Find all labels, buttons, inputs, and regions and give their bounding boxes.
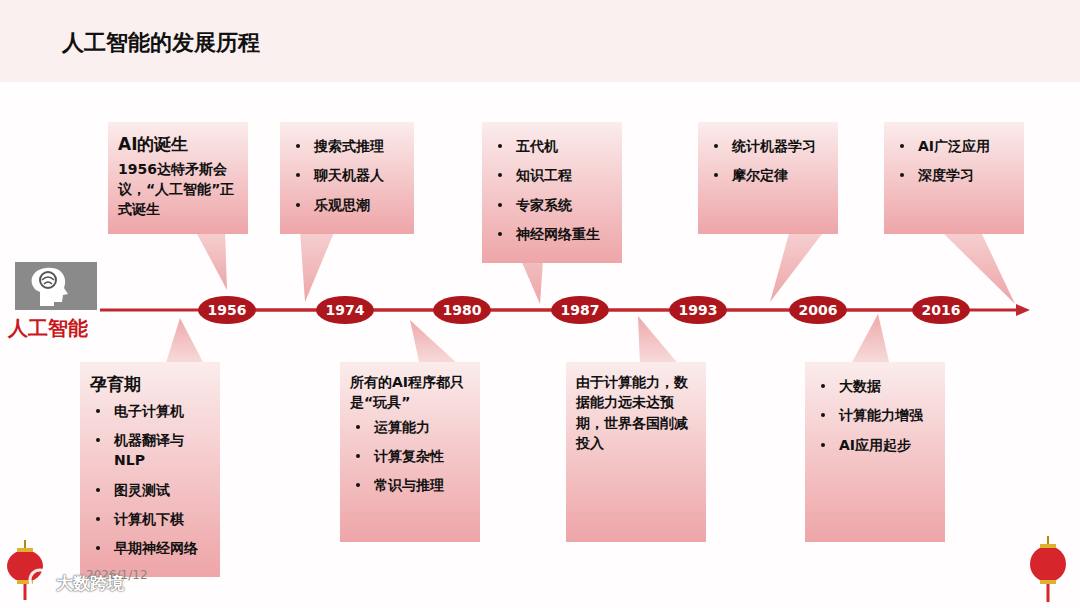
box-heading: 孕育期 xyxy=(90,372,212,397)
year-oval: 1956 xyxy=(198,296,256,324)
year-label: 1993 xyxy=(679,302,718,318)
bullet-item: 运算能力 xyxy=(350,417,472,437)
year-oval: 1974 xyxy=(316,296,374,324)
logo-text: 人工智能 xyxy=(8,314,104,343)
bullet-item: 知识工程 xyxy=(492,165,614,185)
bullet-item: 机器翻译与NLP xyxy=(90,430,212,471)
page-title: 人工智能的发展历程 xyxy=(62,27,260,59)
year-label: 1974 xyxy=(326,302,365,318)
callout-box: 大数据计算能力增强 AI应用起步 xyxy=(805,362,945,542)
year-label: 1987 xyxy=(561,302,600,318)
bullet-item: 计算复杂性 xyxy=(350,446,472,466)
callout-box: 统计机器学习摩尔定律 xyxy=(698,122,838,234)
callout-box: AI广泛应用深度学习 xyxy=(884,122,1024,234)
box-text: 所有的AI程序都只是“玩具” xyxy=(350,372,472,413)
head-icon xyxy=(15,262,97,310)
bullet-item: 常识与推理 xyxy=(350,475,472,495)
bullet-item: AI广泛应用 xyxy=(894,136,1016,156)
timeline-segment xyxy=(374,309,433,312)
year-oval: 2016 xyxy=(912,296,970,324)
bullet-item: AI应用起步 xyxy=(815,435,937,455)
bullet-item: 早期神经网络 xyxy=(90,538,212,558)
bullet-item: 五代机 xyxy=(492,136,614,156)
callout-box: 孕育期电子计算机机器翻译与NLP 图灵测试计算机下棋早期神经网络 xyxy=(80,362,220,577)
bullet-item: 神经网络重生 xyxy=(492,224,614,244)
year-label: 2006 xyxy=(799,302,838,318)
watermark: 大数跨境 xyxy=(56,572,124,595)
timeline-segment xyxy=(491,309,551,312)
year-oval: 1980 xyxy=(433,296,491,324)
year-label: 2016 xyxy=(922,302,961,318)
callout-box: 所有的AI程序都只是“玩具” 运算能力计算复杂性常识与推理 xyxy=(340,362,480,542)
callout-box: AI的诞生1956达特矛斯会议，“人工智能”正式诞生 xyxy=(108,122,248,234)
timeline-segment xyxy=(727,309,789,312)
bullet-item: 统计机器学习 xyxy=(708,136,830,156)
bullet-item: 摩尔定律 xyxy=(708,165,830,185)
box-text: 由于计算能力，数据能力远未达预期，世界各国削减投入 xyxy=(576,372,698,453)
year-oval: 1993 xyxy=(669,296,727,324)
year-oval: 1987 xyxy=(551,296,609,324)
lantern-right xyxy=(1030,536,1066,602)
year-oval: 2006 xyxy=(789,296,847,324)
bullet-item: 深度学习 xyxy=(894,165,1016,185)
bullet-item: 聊天机器人 xyxy=(290,165,406,185)
callout-box: 五代机知识工程专家系统神经网络重生 xyxy=(482,122,622,263)
box-heading: AI的诞生 xyxy=(118,132,240,157)
bullet-item: 计算能力增强 xyxy=(815,405,937,425)
bullet-item: 电子计算机 xyxy=(90,401,212,421)
bullet-item: 图灵测试 xyxy=(90,480,212,500)
bullet-item: 搜索式推理 xyxy=(290,136,406,156)
bullet-item: 乐观思潮 xyxy=(290,195,406,215)
bullet-item: 大数据 xyxy=(815,376,937,396)
year-label: 1980 xyxy=(443,302,482,318)
box-text: 1956达特矛斯会议，“人工智能”正式诞生 xyxy=(118,159,240,220)
logo-label: 人工智能 xyxy=(8,314,104,342)
watermark-logo xyxy=(30,570,50,590)
timeline-segment xyxy=(847,309,912,312)
bullet-item: 计算机下棋 xyxy=(90,509,212,529)
timeline-segment xyxy=(609,309,669,312)
callout-box: 搜索式推理聊天机器人乐观思潮 xyxy=(280,122,414,234)
callout-box: 由于计算能力，数据能力远未达预期，世界各国削减投入 xyxy=(566,362,706,542)
timeline-arrow xyxy=(1016,304,1030,316)
year-label: 1956 xyxy=(208,302,247,318)
bullet-item: 专家系统 xyxy=(492,195,614,215)
timeline-segment xyxy=(256,309,316,312)
